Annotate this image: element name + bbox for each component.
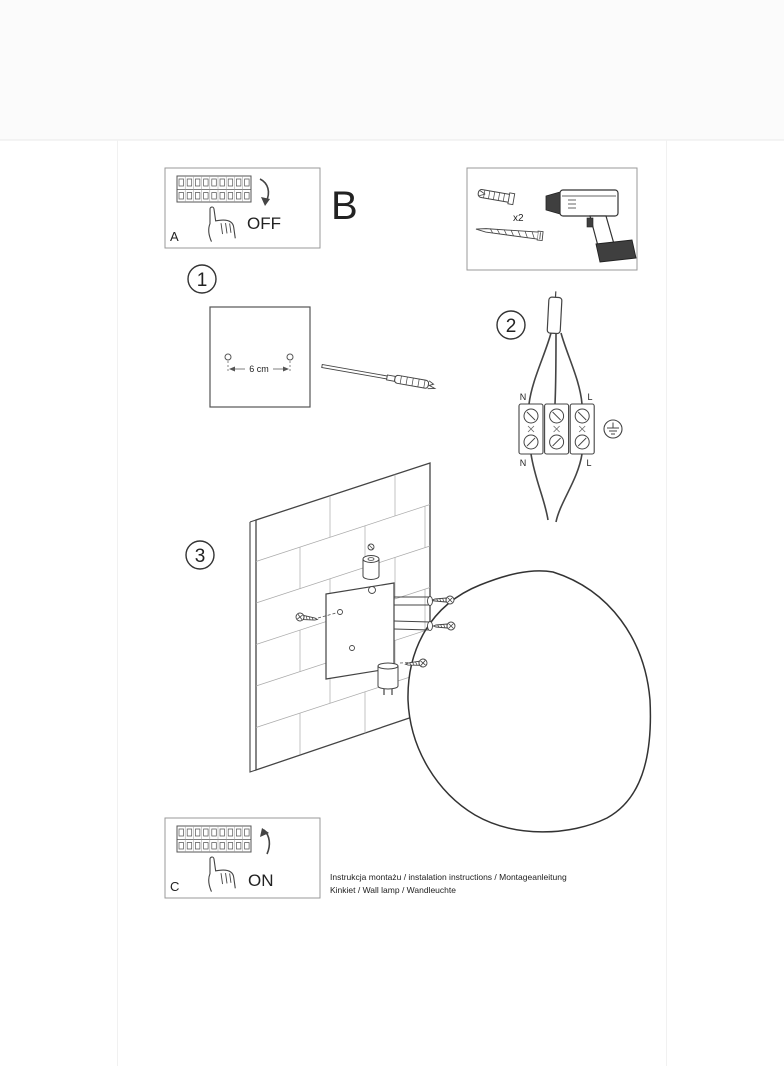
anchor-quantity-label: x2 (513, 213, 524, 224)
drill-icon (545, 189, 637, 263)
footer-line-1: Instrukcja montażu / instalation instruc… (330, 872, 567, 882)
scan-top-margin (0, 0, 784, 140)
wire-right (560, 332, 583, 405)
step-3-number: 3 (195, 546, 206, 567)
dim-arrow-left (229, 366, 235, 372)
on-label: ON (248, 871, 274, 890)
mains-cable (528, 291, 583, 405)
panel-c-letter: C (170, 879, 179, 894)
lamp-socket-icon (377, 662, 399, 695)
drill-hole-right (286, 353, 294, 361)
step-1-number: 1 (197, 270, 208, 291)
panel-c-power-on: ON C (164, 817, 321, 899)
off-label: OFF (247, 214, 281, 233)
step-2: 2 (496, 291, 623, 523)
fixing-screws (295, 595, 456, 669)
outgoing-wire-right (555, 453, 583, 523)
dim-arrow-right (283, 366, 289, 372)
terminal-l-bottom-label: L (586, 458, 591, 468)
screw-icon (475, 228, 544, 242)
step-2-number: 2 (506, 316, 517, 337)
panel-a-power-off: OFF A (164, 167, 321, 249)
drill-bit-with-anchor-icon (321, 364, 437, 390)
panel-b-letter: B (331, 184, 358, 228)
lamp-shade (407, 570, 652, 833)
outgoing-wire-left (530, 453, 549, 521)
footer-line-2: Kinkiet / Wall lamp / Wandleuchte (330, 885, 456, 895)
step-1-badge (187, 264, 217, 294)
breaker-strip-icon (176, 825, 252, 853)
wire-middle (554, 333, 557, 405)
step-1: 1 6 cm (187, 264, 437, 408)
wall-plug-icon (477, 189, 516, 206)
dim-text-bg (245, 362, 273, 375)
breaker-strip-icon (176, 175, 252, 203)
screw-arm-top-icon (432, 595, 455, 605)
step-2-badge (496, 310, 526, 340)
drilling-template: 6 cm (209, 306, 311, 408)
step-3-badge (185, 540, 215, 570)
terminal-n-top-label: N (520, 392, 527, 402)
panel-a-letter: A (170, 229, 179, 244)
wire-left (528, 332, 552, 405)
tools-box: x2 (466, 167, 638, 271)
earth-symbol-icon (603, 419, 623, 439)
terminal-l-top-label: L (587, 392, 592, 402)
terminal-n-bottom-label: N (520, 458, 527, 468)
terminal-block (518, 403, 595, 455)
hole-spacing-label: 6 cm (249, 364, 269, 374)
mounting-bracket (325, 543, 433, 680)
step-3: 3 (185, 462, 652, 833)
drill-hole-left (224, 353, 232, 361)
